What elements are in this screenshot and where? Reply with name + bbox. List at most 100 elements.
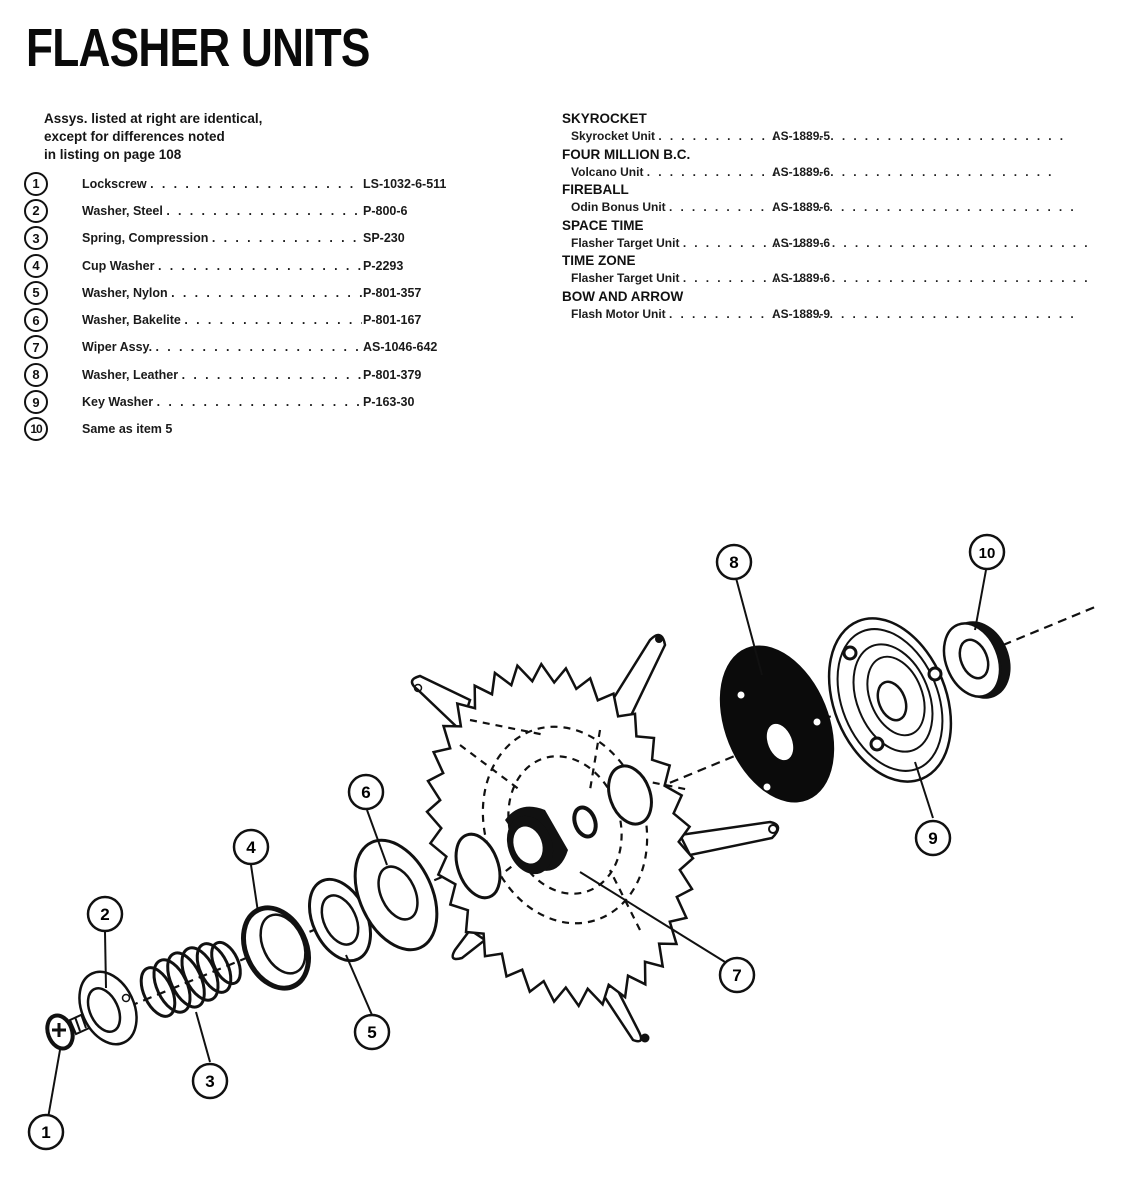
game-title: SKYROCKET	[562, 111, 647, 126]
part-name: Lockscrew	[82, 176, 147, 191]
callout-label: 10	[979, 545, 996, 562]
game-title: FOUR MILLION B.C.	[562, 146, 691, 162]
callout-label: 2	[100, 905, 109, 924]
game-assembly-list: SKYROCKET Skyrocket Unit . . . . . . . .…	[562, 110, 1088, 324]
part-number: P-2293	[363, 258, 404, 273]
item-number-badge: 8	[24, 362, 48, 387]
callout-9: 9	[914, 819, 952, 857]
wiper-arm	[678, 820, 780, 857]
part-name: Washer, Bakelite	[82, 313, 181, 328]
parts-list-item: 5 Washer, Nylon . . . . . . . . . . . . …	[24, 279, 421, 306]
part-name: Key Washer	[82, 395, 154, 410]
dot-leader: . . . . . . . . . . . . . . . . . . . . …	[157, 258, 362, 273]
wiper-arm	[410, 674, 472, 733]
game-title: BOW AND ARROW	[562, 288, 684, 304]
dot-leader: . . . . . . . . . . . . . . . . . . . . …	[156, 395, 362, 410]
parts-list-item: 3 Spring, Compression . . . . . . . . . …	[24, 225, 405, 252]
unit-name: Flash Motor Unit	[571, 306, 666, 321]
dot-leader: . . . . . . . . . . . . . . . . . . . . …	[211, 231, 362, 246]
assembly-number: AS-1889-6	[772, 164, 831, 179]
part-number: LS-1032-6-511	[363, 176, 447, 191]
note-line: in listing on page 108	[44, 147, 182, 162]
game-title: SPACE TIME	[562, 217, 644, 233]
callout-7: 7	[718, 956, 756, 994]
nylon-washer-part	[308, 877, 372, 963]
part-number: SP-230	[363, 231, 405, 246]
callout-label: 8	[729, 553, 738, 572]
part-name: Washer, Nylon	[82, 285, 168, 300]
bakelite-washer-part	[353, 838, 439, 952]
parts-list-item: 2 Washer, Steel . . . . . . . . . . . . …	[24, 197, 407, 224]
dot-leader: . . . . . . . . . . . . . . . . . . . . …	[150, 176, 362, 191]
note-line: except for differences noted	[44, 129, 225, 144]
callout-3: 3	[191, 1062, 229, 1100]
callout-label: 4	[246, 838, 256, 857]
dot-leader: . . . . . . . . . . . . . . . . . . . . …	[682, 271, 1090, 285]
leather-washer-part	[719, 645, 835, 803]
wiper-arm	[451, 928, 488, 961]
callout-5: 5	[353, 1013, 391, 1051]
dot-leader: . . . . . . . . . . . . . . . . . . . . …	[646, 164, 1054, 179]
dot-leader: . . . . . . . . . . . . . . . . . . . . …	[166, 203, 362, 218]
callout-1: 1	[27, 1113, 65, 1151]
unit-name: Flasher Target Unit	[571, 235, 680, 250]
item-number-badge: 4	[24, 253, 48, 278]
parts-list-item: 1 Lockscrew . . . . . . . . . . . . . . …	[24, 170, 446, 197]
parts-list-item: 7 Wiper Assy. . . . . . . . . . . . . . …	[24, 334, 437, 361]
item-number-badge: 6	[24, 308, 48, 333]
assembly-number: AS-1889-9	[772, 306, 831, 321]
game-entry: SKYROCKET Skyrocket Unit . . . . . . . .…	[562, 110, 1063, 146]
parts-list: 1 Lockscrew . . . . . . . . . . . . . . …	[24, 170, 446, 443]
nylon-washer-part-10	[942, 621, 1011, 699]
item-number-badge: 3	[24, 226, 48, 251]
unit-name: Volcano Unit	[571, 164, 644, 179]
parts-list-item: 8 Washer, Leather . . . . . . . . . . . …	[24, 361, 421, 388]
callout-10: 10	[968, 533, 1006, 571]
dot-leader: . . . . . . . . . . . . . . . . . . . . …	[181, 367, 362, 382]
unit-name: Flasher Target Unit	[571, 271, 680, 285]
callout-label: 5	[367, 1023, 376, 1042]
part-number: P-163-30	[363, 395, 415, 410]
part-name: Washer, Leather	[82, 367, 179, 382]
part-number: P-801-379	[363, 367, 422, 382]
leader-lines	[47, 569, 987, 1119]
part-name: Cup Washer	[82, 258, 155, 273]
wiper-assembly-part	[410, 633, 780, 1043]
item-number-badge: 10	[24, 417, 48, 442]
callout-label: 3	[205, 1072, 214, 1091]
part-number: P-801-357	[363, 285, 422, 300]
assembly-number: AS-1889-5	[772, 129, 831, 143]
unit-name: Odin Bonus Unit	[571, 200, 666, 214]
dot-leader: . . . . . . . . . . . . . . . . . . . . …	[184, 313, 362, 328]
assembly-number: AS-1889-6	[772, 235, 831, 250]
steel-washer-part	[78, 970, 138, 1046]
game-entry: SPACE TIME Flasher Target Unit . . . . .…	[562, 217, 1088, 253]
assembly-number: AS-1889-6	[772, 200, 831, 214]
callout-2: 2	[86, 895, 124, 933]
dot-leader: . . . . . . . . . . . . . . . . . . . . …	[658, 129, 1066, 143]
parts-list-item: 4 Cup Washer . . . . . . . . . . . . . .…	[24, 252, 403, 279]
game-entry: BOW AND ARROW Flash Motor Unit . . . . .…	[562, 288, 1074, 324]
part-number: P-801-167	[363, 313, 422, 328]
dot-leader: . . . . . . . . . . . . . . . . . . . . …	[669, 306, 1077, 321]
parts-list-item: 10 Same as item 5	[24, 416, 172, 443]
callout-label: 9	[928, 829, 937, 848]
item-number-badge: 7	[24, 335, 48, 360]
game-entry: FIREBALL Odin Bonus Unit . . . . . . . .…	[562, 181, 1074, 217]
game-entry: FOUR MILLION B.C. Volcano Unit . . . . .…	[562, 146, 1052, 182]
assembly-note: Assys. listed at right are identical, ex…	[44, 110, 262, 164]
dot-leader: . . . . . . . . . . . . . . . . . . . . …	[682, 235, 1090, 250]
part-name: Spring, Compression	[82, 231, 209, 246]
dot-leader: . . . . . . . . . . . . . . . . . . . . …	[155, 340, 362, 355]
wiper-hub	[505, 805, 598, 875]
cup-washer-part	[241, 905, 311, 991]
parts-list-item: 6 Washer, Bakelite . . . . . . . . . . .…	[24, 306, 421, 333]
part-name: Same as item 5	[82, 422, 173, 437]
game-entry: TIME ZONE Flasher Target Unit . . . . . …	[562, 252, 1088, 288]
game-title: TIME ZONE	[562, 253, 636, 268]
callout-4: 4	[232, 828, 270, 866]
dot-leader: . . . . . . . . . . . . . . . . . . . . …	[669, 200, 1077, 214]
wiper-arm	[598, 983, 643, 1043]
item-number-badge: 2	[24, 198, 48, 223]
callout-8: 8	[715, 543, 753, 581]
